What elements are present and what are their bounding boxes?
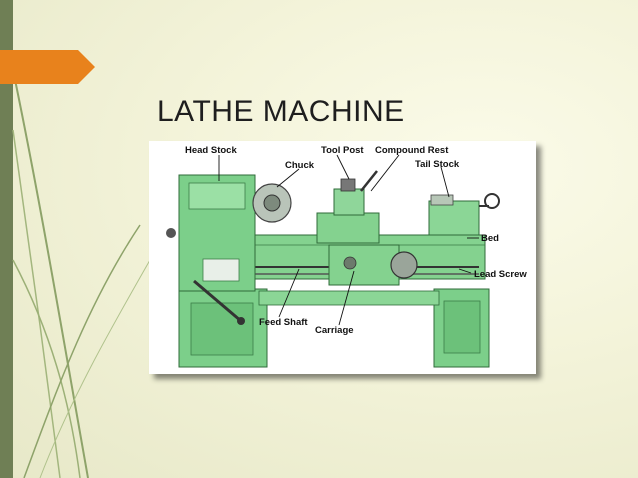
orange-arrow-icon: [0, 50, 95, 84]
decorative-curves: [12, 69, 151, 478]
label-bed: Bed: [481, 233, 499, 244]
label-feed-shaft: Feed Shaft: [259, 317, 308, 328]
label-tail-stock: Tail Stock: [415, 159, 460, 170]
label-head-stock: Head Stock: [185, 145, 237, 156]
label-carriage: Carriage: [315, 325, 354, 336]
label-lead-screw: Lead Screw: [474, 269, 527, 280]
slide-title: LATHE MACHINE: [157, 95, 405, 128]
label-compound-rest: Compound Rest: [375, 145, 449, 156]
lathe-photo: Head Stock Chuck Tool Post Compound Rest…: [149, 141, 536, 374]
label-tool-post: Tool Post: [321, 145, 364, 156]
label-chuck: Chuck: [285, 160, 315, 171]
sidebar-bar: [0, 0, 13, 478]
